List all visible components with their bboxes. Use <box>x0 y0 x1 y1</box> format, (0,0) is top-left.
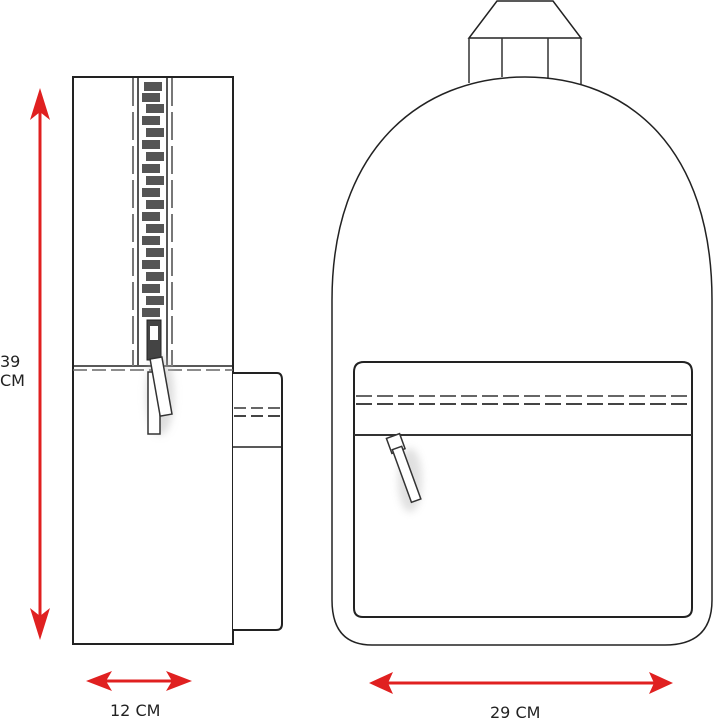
height-value: 39 <box>0 352 21 371</box>
front-view <box>331 0 713 646</box>
height-unit: CM <box>0 371 25 390</box>
side-view <box>72 76 283 645</box>
front-pocket <box>353 361 693 618</box>
width-label: 29 CM <box>490 703 541 722</box>
height-dimension-arrow <box>30 88 50 640</box>
arrow-right-icon <box>649 672 673 694</box>
zipper-pull-icon <box>146 319 174 435</box>
arrow-left-icon <box>86 671 112 691</box>
depth-label: 12 CM <box>110 701 161 720</box>
pocket-zipper-pull-icon <box>385 432 422 512</box>
top-handle <box>467 0 583 84</box>
depth-dimension-arrow <box>86 671 192 691</box>
arrow-up-icon <box>30 88 50 120</box>
zipper-teeth <box>142 82 164 317</box>
arrow-right-icon <box>166 671 192 691</box>
height-label: 39 CM <box>0 352 40 390</box>
width-dimension-arrow <box>369 672 673 694</box>
arrow-left-icon <box>369 672 393 694</box>
arrow-down-icon <box>30 608 50 640</box>
zipper-tape <box>132 78 173 366</box>
